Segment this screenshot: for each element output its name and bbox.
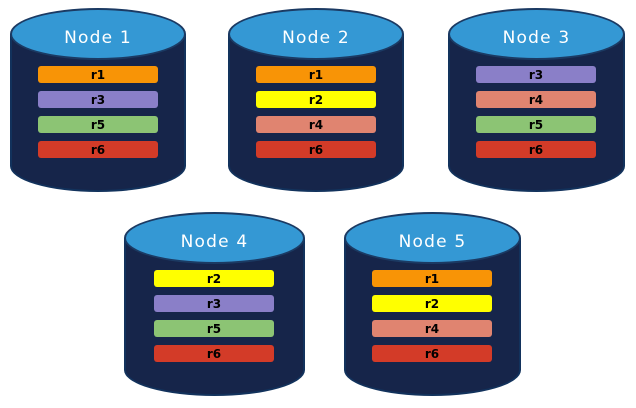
replica-r6[interactable]: r6 <box>256 141 376 158</box>
replica-r3[interactable]: r3 <box>154 295 274 312</box>
replica-r4[interactable]: r4 <box>256 116 376 133</box>
replica-r6[interactable]: r6 <box>476 141 596 158</box>
replica-list: r2 r3 r5 r6 <box>154 270 274 362</box>
replica-r1[interactable]: r1 <box>38 66 158 83</box>
node-4[interactable]: Node 4 r2 r3 r5 r6 <box>124 212 305 396</box>
node-cylinder-body <box>124 238 305 396</box>
node-cylinder-top: Node 1 <box>10 8 186 60</box>
node-cylinder-body <box>448 34 625 192</box>
replica-r1[interactable]: r1 <box>256 66 376 83</box>
replica-r4[interactable]: r4 <box>476 91 596 108</box>
replica-r6[interactable]: r6 <box>372 345 492 362</box>
node-cylinder-body <box>344 238 521 396</box>
node-cylinder-top: Node 4 <box>124 212 305 264</box>
node-cylinder-body <box>228 34 404 192</box>
replica-r5[interactable]: r5 <box>154 320 274 337</box>
replica-list: r3 r4 r5 r6 <box>476 66 596 158</box>
replica-list: r1 r2 r4 r6 <box>256 66 376 158</box>
node-1[interactable]: Node 1 r1 r3 r5 r6 <box>10 8 186 192</box>
replica-r6[interactable]: r6 <box>154 345 274 362</box>
replica-r1[interactable]: r1 <box>372 270 492 287</box>
node-title: Node 1 <box>64 28 132 48</box>
replica-r6[interactable]: r6 <box>38 141 158 158</box>
replica-r5[interactable]: r5 <box>476 116 596 133</box>
node-cylinder-top: Node 2 <box>228 8 404 60</box>
node-title: Node 3 <box>502 28 571 48</box>
node-cylinder-top: Node 3 <box>448 8 625 60</box>
replica-r5[interactable]: r5 <box>38 116 158 133</box>
node-title: Node 5 <box>398 232 467 252</box>
node-2[interactable]: Node 2 r1 r2 r4 r6 <box>228 8 404 192</box>
replica-r2[interactable]: r2 <box>154 270 274 287</box>
node-title: Node 2 <box>282 28 350 48</box>
replica-r2[interactable]: r2 <box>256 91 376 108</box>
replica-r3[interactable]: r3 <box>38 91 158 108</box>
replica-list: r1 r3 r5 r6 <box>38 66 158 158</box>
node-5[interactable]: Node 5 r1 r2 r4 r6 <box>344 212 521 396</box>
replica-r4[interactable]: r4 <box>372 320 492 337</box>
replica-list: r1 r2 r4 r6 <box>372 270 492 362</box>
replica-r3[interactable]: r3 <box>476 66 596 83</box>
node-3[interactable]: Node 3 r3 r4 r5 r6 <box>448 8 625 192</box>
node-title: Node 4 <box>180 232 249 252</box>
node-cylinder-top: Node 5 <box>344 212 521 264</box>
replica-r2[interactable]: r2 <box>372 295 492 312</box>
